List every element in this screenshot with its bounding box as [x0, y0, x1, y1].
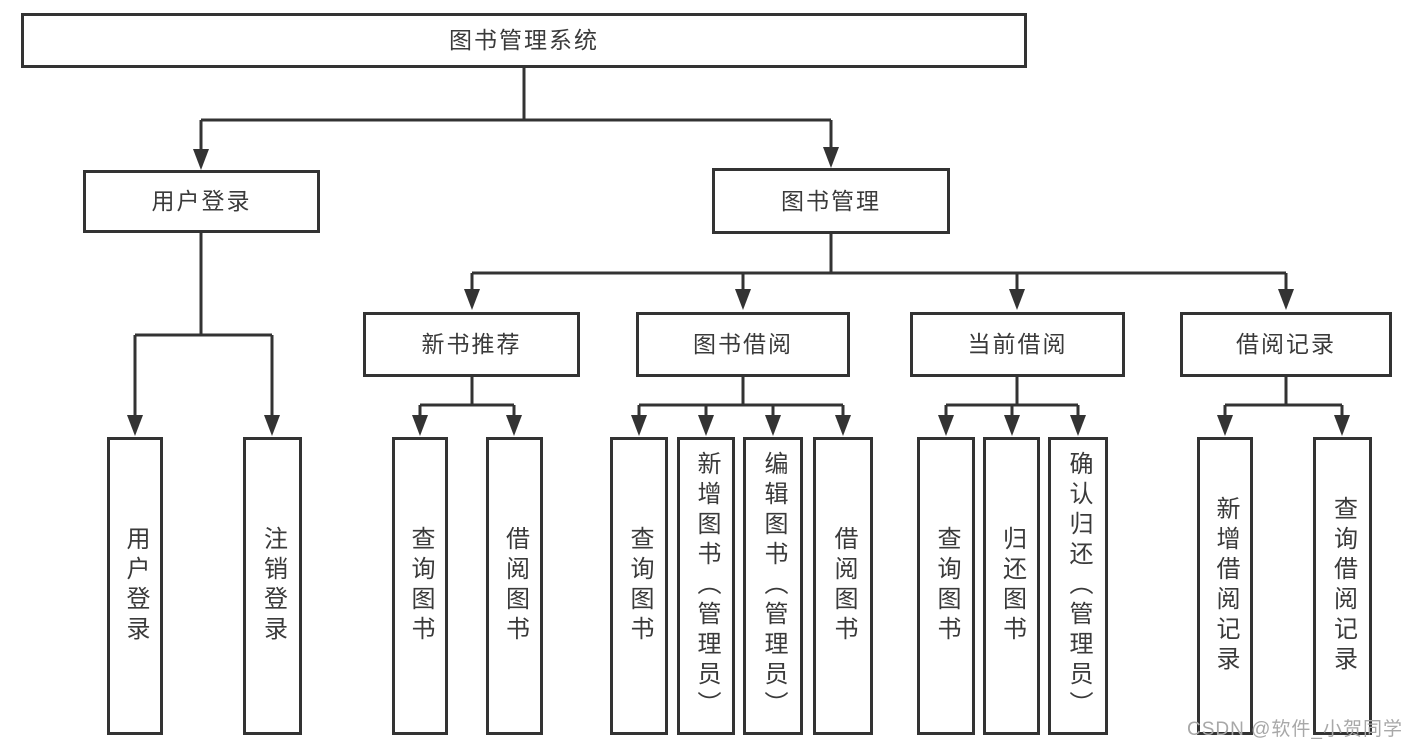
- node-new-book-recommendation: 新书推荐: [363, 312, 580, 377]
- node-label: 新书推荐: [421, 331, 522, 357]
- node-book-management: 图书管理: [712, 168, 950, 234]
- leaf-add-books-admin: 新增图书（管理员）: [677, 437, 735, 735]
- leaf-user-login: 用户登录: [107, 437, 163, 735]
- node-user-login: 用户登录: [83, 170, 320, 233]
- node-label: 查询图书: [407, 526, 434, 646]
- leaf-return-books: 归还图书: [983, 437, 1040, 735]
- connector-paths: [133, 68, 1344, 420]
- leaf-query-books-recommendation: 查询图书: [392, 437, 448, 735]
- node-library-management-system: 图书管理系统: [21, 13, 1027, 68]
- node-label: 借阅图书: [501, 526, 529, 646]
- leaf-query-borrow-record: 查询借阅记录: [1313, 437, 1372, 735]
- node-label: 借阅图书: [830, 526, 857, 646]
- node-label: 注销登录: [259, 526, 287, 646]
- arrowheads: [127, 147, 1350, 436]
- node-label: 图书管理: [781, 187, 881, 214]
- node-label: 新增借阅记录: [1212, 496, 1239, 676]
- node-label: 归还图书: [998, 526, 1026, 646]
- node-borrowing-records: 借阅记录: [1180, 312, 1392, 377]
- leaf-edit-books-admin: 编辑图书（管理员）: [743, 437, 803, 735]
- leaf-query-books-borrowing: 查询图书: [610, 437, 668, 735]
- node-label: 图书借阅: [693, 331, 793, 357]
- node-label: 用户登录: [151, 188, 252, 214]
- node-label: 查询图书: [626, 526, 653, 646]
- leaf-borrow-books-recommendation: 借阅图书: [486, 437, 543, 735]
- leaf-add-borrow-record: 新增借阅记录: [1197, 437, 1253, 735]
- node-label: 查询借阅记录: [1329, 496, 1357, 676]
- node-current-borrowing: 当前借阅: [910, 312, 1125, 377]
- leaf-borrow-books: 借阅图书: [813, 437, 873, 735]
- leaf-logout: 注销登录: [243, 437, 302, 735]
- leaf-confirm-return-admin: 确认归还（管理员）: [1048, 437, 1108, 735]
- node-label: 用户登录: [122, 526, 149, 646]
- node-label: 图书管理系统: [449, 27, 599, 53]
- leaf-query-books-current: 查询图书: [917, 437, 975, 735]
- node-label: 借阅记录: [1236, 331, 1336, 357]
- csdn-watermark: CSDN @软件_小贺同学: [1187, 719, 1403, 740]
- node-label: 确认归还（管理员）: [1065, 451, 1092, 721]
- node-label: 查询图书: [933, 526, 960, 646]
- node-label: 当前借阅: [967, 331, 1068, 357]
- node-label: 编辑图书（管理员）: [760, 451, 787, 721]
- node-book-borrowing: 图书借阅: [636, 312, 850, 377]
- node-label: 新增图书（管理员）: [693, 451, 720, 721]
